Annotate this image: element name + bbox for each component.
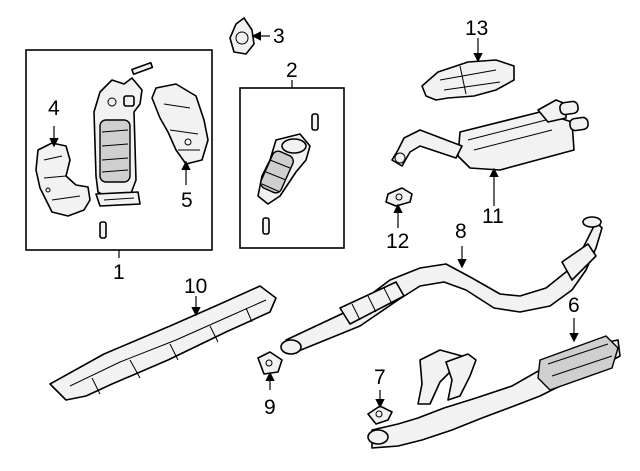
callout-9: 9 <box>264 396 276 419</box>
callout-13: 13 <box>465 17 489 40</box>
callout-8: 8 <box>455 220 467 243</box>
callout-1: 1 <box>113 261 125 284</box>
heat-shield-part-13[interactable] <box>421 38 515 101</box>
muffler-part-11[interactable] <box>391 99 589 206</box>
heat-shield-part-5[interactable] <box>151 83 209 185</box>
manifold-converter-part-1[interactable] <box>93 61 154 239</box>
rear-converter-part-2[interactable] <box>257 113 319 235</box>
callout-10: 10 <box>184 275 208 298</box>
callout-12: 12 <box>386 230 410 253</box>
box-1-frame <box>25 49 213 258</box>
callout-7: 7 <box>374 366 386 389</box>
gasket-part-9[interactable] <box>257 351 283 390</box>
callout-5: 5 <box>181 189 193 212</box>
box-2-frame <box>239 80 345 249</box>
heat-shield-part-4[interactable] <box>35 126 91 217</box>
callout-2: 2 <box>286 59 298 82</box>
callout-3: 3 <box>273 25 285 48</box>
front-pipe-part-6[interactable] <box>367 318 621 449</box>
gasket-part-7[interactable] <box>367 390 393 425</box>
resonator-pipe-part-8[interactable] <box>280 216 603 355</box>
gasket-part-12[interactable] <box>385 187 413 228</box>
callout-6: 6 <box>568 294 580 317</box>
heat-shield-part-10[interactable] <box>49 285 277 401</box>
callout-11: 11 <box>482 205 504 228</box>
gasket-part-3[interactable] <box>229 17 270 55</box>
callout-4: 4 <box>48 97 60 120</box>
